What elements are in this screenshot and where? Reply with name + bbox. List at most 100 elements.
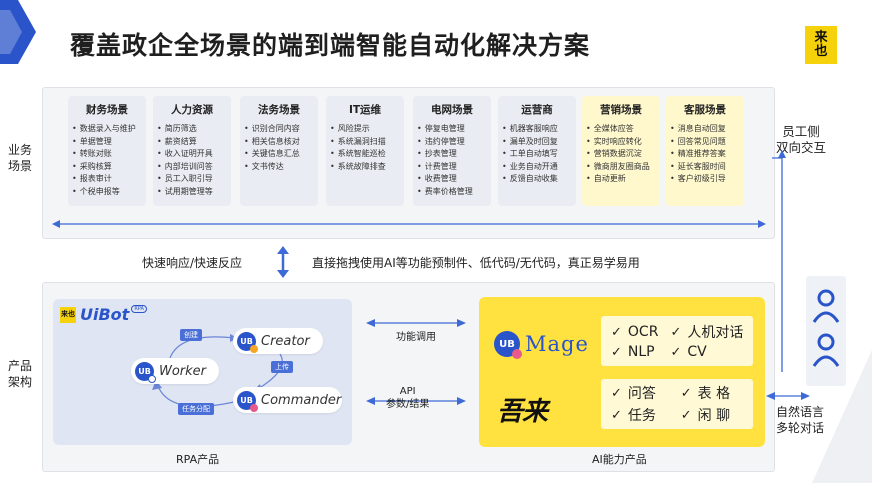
scene-item: 个税申报等 xyxy=(72,186,142,199)
ai-product-label: AI能力产品 xyxy=(592,453,647,466)
natural-language-label: 自然语言 多轮对话 xyxy=(776,405,825,435)
scene-title: 营销场景 xyxy=(600,104,642,116)
scene-item: 回答常见问题 xyxy=(670,136,740,149)
wulai-features: ✓问答 ✓表 格 ✓任务 ✓闲 聊 xyxy=(601,379,753,429)
commander-ub-icon: UB xyxy=(237,390,258,412)
commander-pill: UB Commander xyxy=(233,387,342,413)
feature-table: ✓表 格 xyxy=(680,385,731,403)
scene-item: 业务自动开通 xyxy=(502,161,572,174)
scene-item: 工单自动填写 xyxy=(502,148,572,161)
feature-chat: ✓闲 聊 xyxy=(680,407,731,425)
scene-card: IT运维风险提示系统漏洞扫描系统智能巡检系统故障排查 xyxy=(326,96,404,206)
scene-item: 精准推荐答案 xyxy=(670,148,740,161)
scene-item: 消息自动回复 xyxy=(670,123,740,136)
scene-item: 关键信息汇总 xyxy=(244,148,314,161)
scene-item: 违约停管理 xyxy=(417,136,487,149)
business-scene-label: 业务 场景 xyxy=(8,143,33,173)
rpa-superscript: RPA xyxy=(131,305,147,313)
worker-ub-icon: UB xyxy=(135,361,156,383)
scene-item: 报表审计 xyxy=(72,173,142,186)
scene-card: 客服场景消息自动回复回答常见问题精准推荐答案延长客服时间客户初级引导 xyxy=(666,96,744,206)
scene-item: 试用期管理等 xyxy=(157,186,227,199)
scene-item: 自动更新 xyxy=(586,173,656,186)
uibot-brand-text: UiBot xyxy=(80,305,130,324)
scene-item: 采购核算 xyxy=(72,161,142,174)
scene-items: 全媒体应答实时响应转化营销数据沉淀微商朋友圈商品自动更新 xyxy=(586,123,656,186)
api-label: API 参数/结果 xyxy=(386,386,430,410)
user-icon xyxy=(812,289,840,367)
scene-item: 微商朋友圈商品 xyxy=(586,161,656,174)
feature-nlp: ✓NLP xyxy=(611,344,655,360)
employee-interaction-label: 员工侧 双向交互 xyxy=(776,124,827,155)
corner-decoration xyxy=(0,0,36,64)
scene-card: 财务场景数据录入与维护单据管理转账对账采购核算报表审计个税申报等 xyxy=(68,96,146,206)
worker-label: Worker xyxy=(159,363,207,379)
scene-item: 收入证明开具 xyxy=(157,148,227,161)
upload-tag: 上传 xyxy=(271,361,293,373)
scene-items: 消息自动回复回答常见问题精准推荐答案延长客服时间客户初级引导 xyxy=(670,123,740,186)
feature-cv: ✓CV xyxy=(670,344,707,360)
scene-card: 电网场景停复电管理违约停管理抄表管理计费管理收费管理费率价格管理 xyxy=(413,96,491,206)
commander-label: Commander xyxy=(261,392,342,408)
scene-item: 薪资结算 xyxy=(157,136,227,149)
scene-card: 营销场景全媒体应答实时响应转化营销数据沉淀微商朋友圈商品自动更新 xyxy=(582,96,660,206)
scene-item: 计费管理 xyxy=(417,161,487,174)
uibot-mini-badge: 来也 xyxy=(60,306,76,323)
scene-item: 风险提示 xyxy=(330,123,400,136)
worker-pill: UB Worker xyxy=(131,358,219,384)
creator-pill: UB Creator xyxy=(233,328,323,354)
scene-title: IT运维 xyxy=(348,104,382,116)
mage-brand-text: Mage xyxy=(525,332,589,356)
scene-item: 营销数据沉淀 xyxy=(586,148,656,161)
api-arrow xyxy=(366,397,466,405)
function-call-label: 功能调用 xyxy=(396,332,436,343)
scene-title: 运营商 xyxy=(521,104,553,116)
natural-language-arrow xyxy=(766,392,810,400)
wulai-logo: 吾来 xyxy=(497,397,548,427)
scene-item: 延长客服时间 xyxy=(670,161,740,174)
scene-title: 客服场景 xyxy=(684,104,726,116)
scene-item: 系统漏洞扫描 xyxy=(330,136,400,149)
feature-task: ✓任务 xyxy=(611,407,656,425)
page-title: 覆盖政企全场景的端到端智能自动化解决方案 xyxy=(70,31,591,60)
mage-features: ✓OCR ✓人机对话 ✓NLP ✓CV xyxy=(601,316,753,366)
scene-item: 全媒体应答 xyxy=(586,123,656,136)
scene-card: 人力资源简历筛选薪资结算收入证明开具内部培训问答员工入职引导试用期管理等 xyxy=(153,96,231,206)
scene-item: 简历筛选 xyxy=(157,123,227,136)
scene-title: 电网场景 xyxy=(431,104,473,116)
scene-item: 文书传达 xyxy=(244,161,314,174)
scene-item: 转账对账 xyxy=(72,148,142,161)
scene-item: 停复电管理 xyxy=(417,123,487,136)
mage-logo: UB Mage xyxy=(494,331,589,359)
feature-ocr: ✓OCR xyxy=(611,324,659,340)
background-decoration xyxy=(812,350,872,483)
feature-dialogue: ✓人机对话 xyxy=(670,324,744,342)
scene-item: 识别合同内容 xyxy=(244,123,314,136)
scene-items: 数据录入与维护单据管理转账对账采购核算报表审计个税申报等 xyxy=(72,123,142,198)
creator-ub-icon: UB xyxy=(237,331,258,353)
rpa-product-label: RPA产品 xyxy=(176,453,220,466)
create-tag: 创建 xyxy=(180,329,202,341)
laiye-logo: 来也 xyxy=(805,26,837,64)
scene-card: 法务场景识别合同内容相关信息核对关键信息汇总文书传达 xyxy=(240,96,318,206)
employee-feedback-arrow xyxy=(772,150,786,372)
low-code-description: 直接拖拽使用AI等功能预制件、低代码/无代码，真正易学易用 xyxy=(312,256,640,270)
function-call-arrow xyxy=(366,319,466,327)
scene-item: 相关信息核对 xyxy=(244,136,314,149)
scene-item: 实时响应转化 xyxy=(586,136,656,149)
scene-title: 财务场景 xyxy=(86,104,128,116)
scene-card: 运营商机器客服响应漏单及时回复工单自动填写业务自动开通反馈自动收集 xyxy=(498,96,576,206)
scene-item: 系统故障排查 xyxy=(330,161,400,174)
scene-items: 识别合同内容相关信息核对关键信息汇总文书传达 xyxy=(244,123,314,173)
scene-item: 费率价格管理 xyxy=(417,186,487,199)
task-assign-tag: 任务分配 xyxy=(178,403,214,415)
scene-item: 机器客服响应 xyxy=(502,123,572,136)
scene-item: 员工入职引导 xyxy=(157,173,227,186)
scene-item: 反馈自动收集 xyxy=(502,173,572,186)
scene-item: 收费管理 xyxy=(417,173,487,186)
scene-title: 法务场景 xyxy=(258,104,300,116)
scene-item: 单据管理 xyxy=(72,136,142,149)
scene-title: 人力资源 xyxy=(171,104,213,116)
scene-item: 内部培训问答 xyxy=(157,161,227,174)
scene-items: 机器客服响应漏单及时回复工单自动填写业务自动开通反馈自动收集 xyxy=(502,123,572,186)
